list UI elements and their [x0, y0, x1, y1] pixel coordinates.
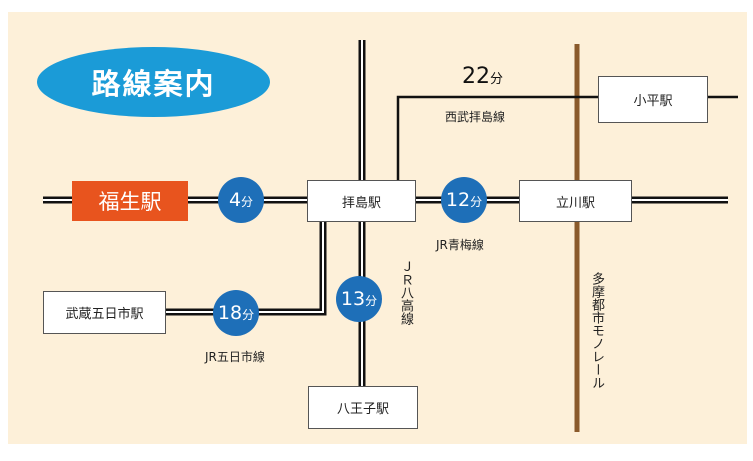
page-title: 路線案内	[37, 47, 270, 117]
time-value: 18	[217, 302, 243, 324]
time-unit: 分	[365, 294, 378, 308]
seibu-haijima-line	[396, 95, 598, 180]
station-fussa[interactable]: 福生駅	[72, 181, 188, 221]
time-value: 12	[445, 189, 471, 211]
time-unit: 分	[242, 308, 255, 322]
line-label-tama-monorail: 多摩都市モノレール	[589, 272, 604, 389]
station-haijima[interactable]: 拝島駅	[307, 180, 416, 222]
line-label-seibu-haijima: 西武拝島線	[445, 110, 506, 124]
station-kodaira[interactable]: 小平駅	[598, 76, 708, 123]
time-value: 22	[462, 64, 490, 89]
time-unit: 分	[470, 195, 483, 209]
time-unit: 分	[241, 195, 254, 209]
station-hachioji[interactable]: 八王子駅	[308, 386, 418, 429]
time-value: 13	[340, 288, 366, 310]
line-label-jr-itsukaichi: JR五日市線	[205, 350, 265, 364]
line-label-jr-hachiko: ＪＲ八高線	[398, 260, 413, 325]
line-label-jr-ome: JR青梅線	[436, 238, 484, 252]
time-unit: 分	[490, 72, 504, 87]
time-value: 4	[228, 189, 242, 211]
station-tachikawa[interactable]: 立川駅	[519, 180, 632, 222]
station-musashi-itsukaichi[interactable]: 武蔵五日市駅	[43, 291, 166, 334]
time-label-haijima-kodaira: 22分	[462, 64, 503, 89]
